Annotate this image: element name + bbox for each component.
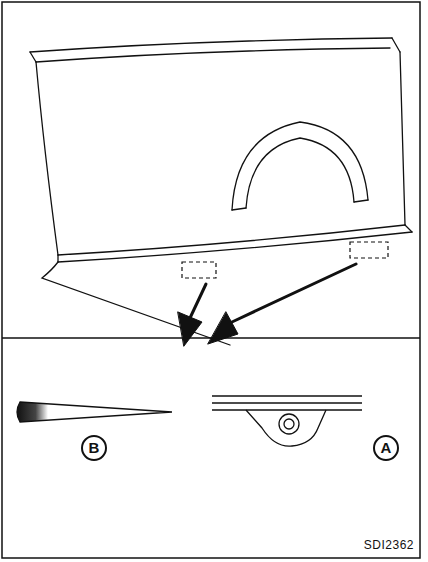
callout-letter: A <box>373 435 399 461</box>
figure-code: SDI2362 <box>364 538 414 552</box>
callout-letter: B <box>81 435 107 461</box>
